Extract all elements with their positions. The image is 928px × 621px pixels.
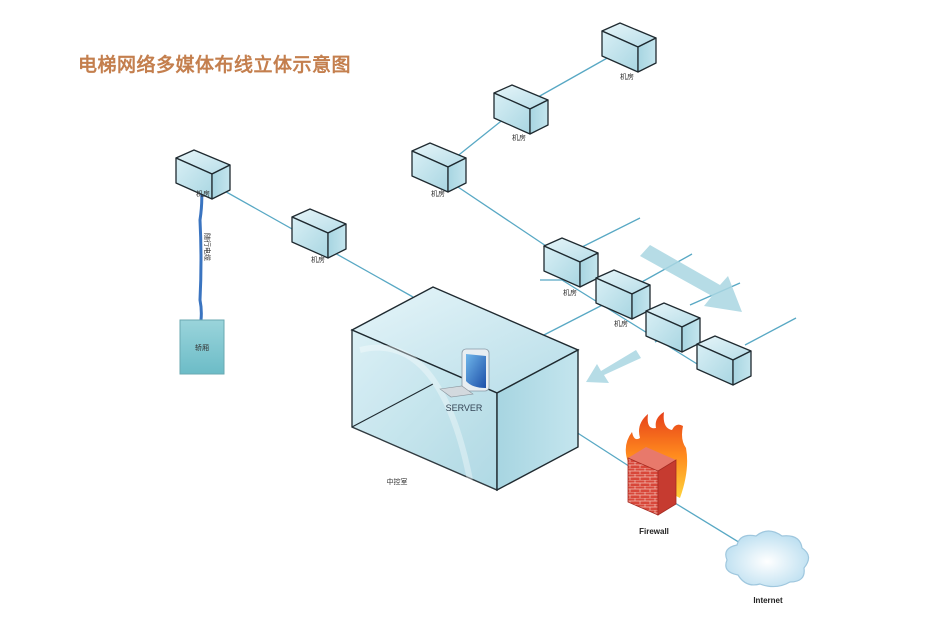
machine-room-box[interactable] [493, 84, 549, 135]
machine-room-box[interactable] [601, 22, 657, 73]
firewall-label: Firewall [639, 527, 669, 536]
cable-row-branch-1 [579, 217, 641, 249]
internet-label: Internet [753, 596, 783, 605]
machine-room-label: 机房 [311, 255, 325, 264]
machine-room-label: 机房 [614, 319, 628, 328]
machine-room-box[interactable] [175, 149, 231, 200]
cable-chain-to-row [454, 184, 556, 253]
firewall[interactable]: Firewall [625, 412, 688, 536]
control-room[interactable]: 中控室 [350, 286, 580, 492]
server[interactable]: SERVER [439, 348, 490, 413]
traveling-cable-label: 随行电缆 [203, 233, 212, 261]
machine-room-box[interactable] [291, 208, 347, 259]
machine-room-label: 机房 [431, 189, 445, 198]
machine-room-box[interactable] [696, 335, 752, 386]
traveling-cable [198, 184, 204, 321]
machine-room-label: 机房 [196, 189, 210, 198]
machine-room-box[interactable] [543, 237, 599, 288]
machine-room-box[interactable] [645, 302, 701, 353]
control-room-label: 中控室 [387, 477, 408, 486]
cable-row-branch-4 [744, 317, 797, 346]
elevator-car[interactable]: 轿厢 [179, 319, 225, 375]
internet-cloud[interactable]: Internet [725, 530, 810, 605]
machine-room-label: 机房 [620, 72, 634, 81]
machine-room-label: 机房 [512, 133, 526, 142]
elevator-car-label: 轿厢 [195, 343, 209, 352]
machine-room-label: 机房 [563, 288, 577, 297]
server-label: SERVER [446, 403, 483, 413]
machine-room-box[interactable] [595, 269, 651, 320]
arrow-down-left-icon [586, 350, 641, 383]
machine-room-box[interactable] [411, 142, 467, 193]
keyboard-icon [439, 385, 474, 398]
arrow-down-right-icon [640, 245, 742, 312]
diagram-title: 电梯网络多媒体布线立体示意图 [78, 54, 352, 76]
